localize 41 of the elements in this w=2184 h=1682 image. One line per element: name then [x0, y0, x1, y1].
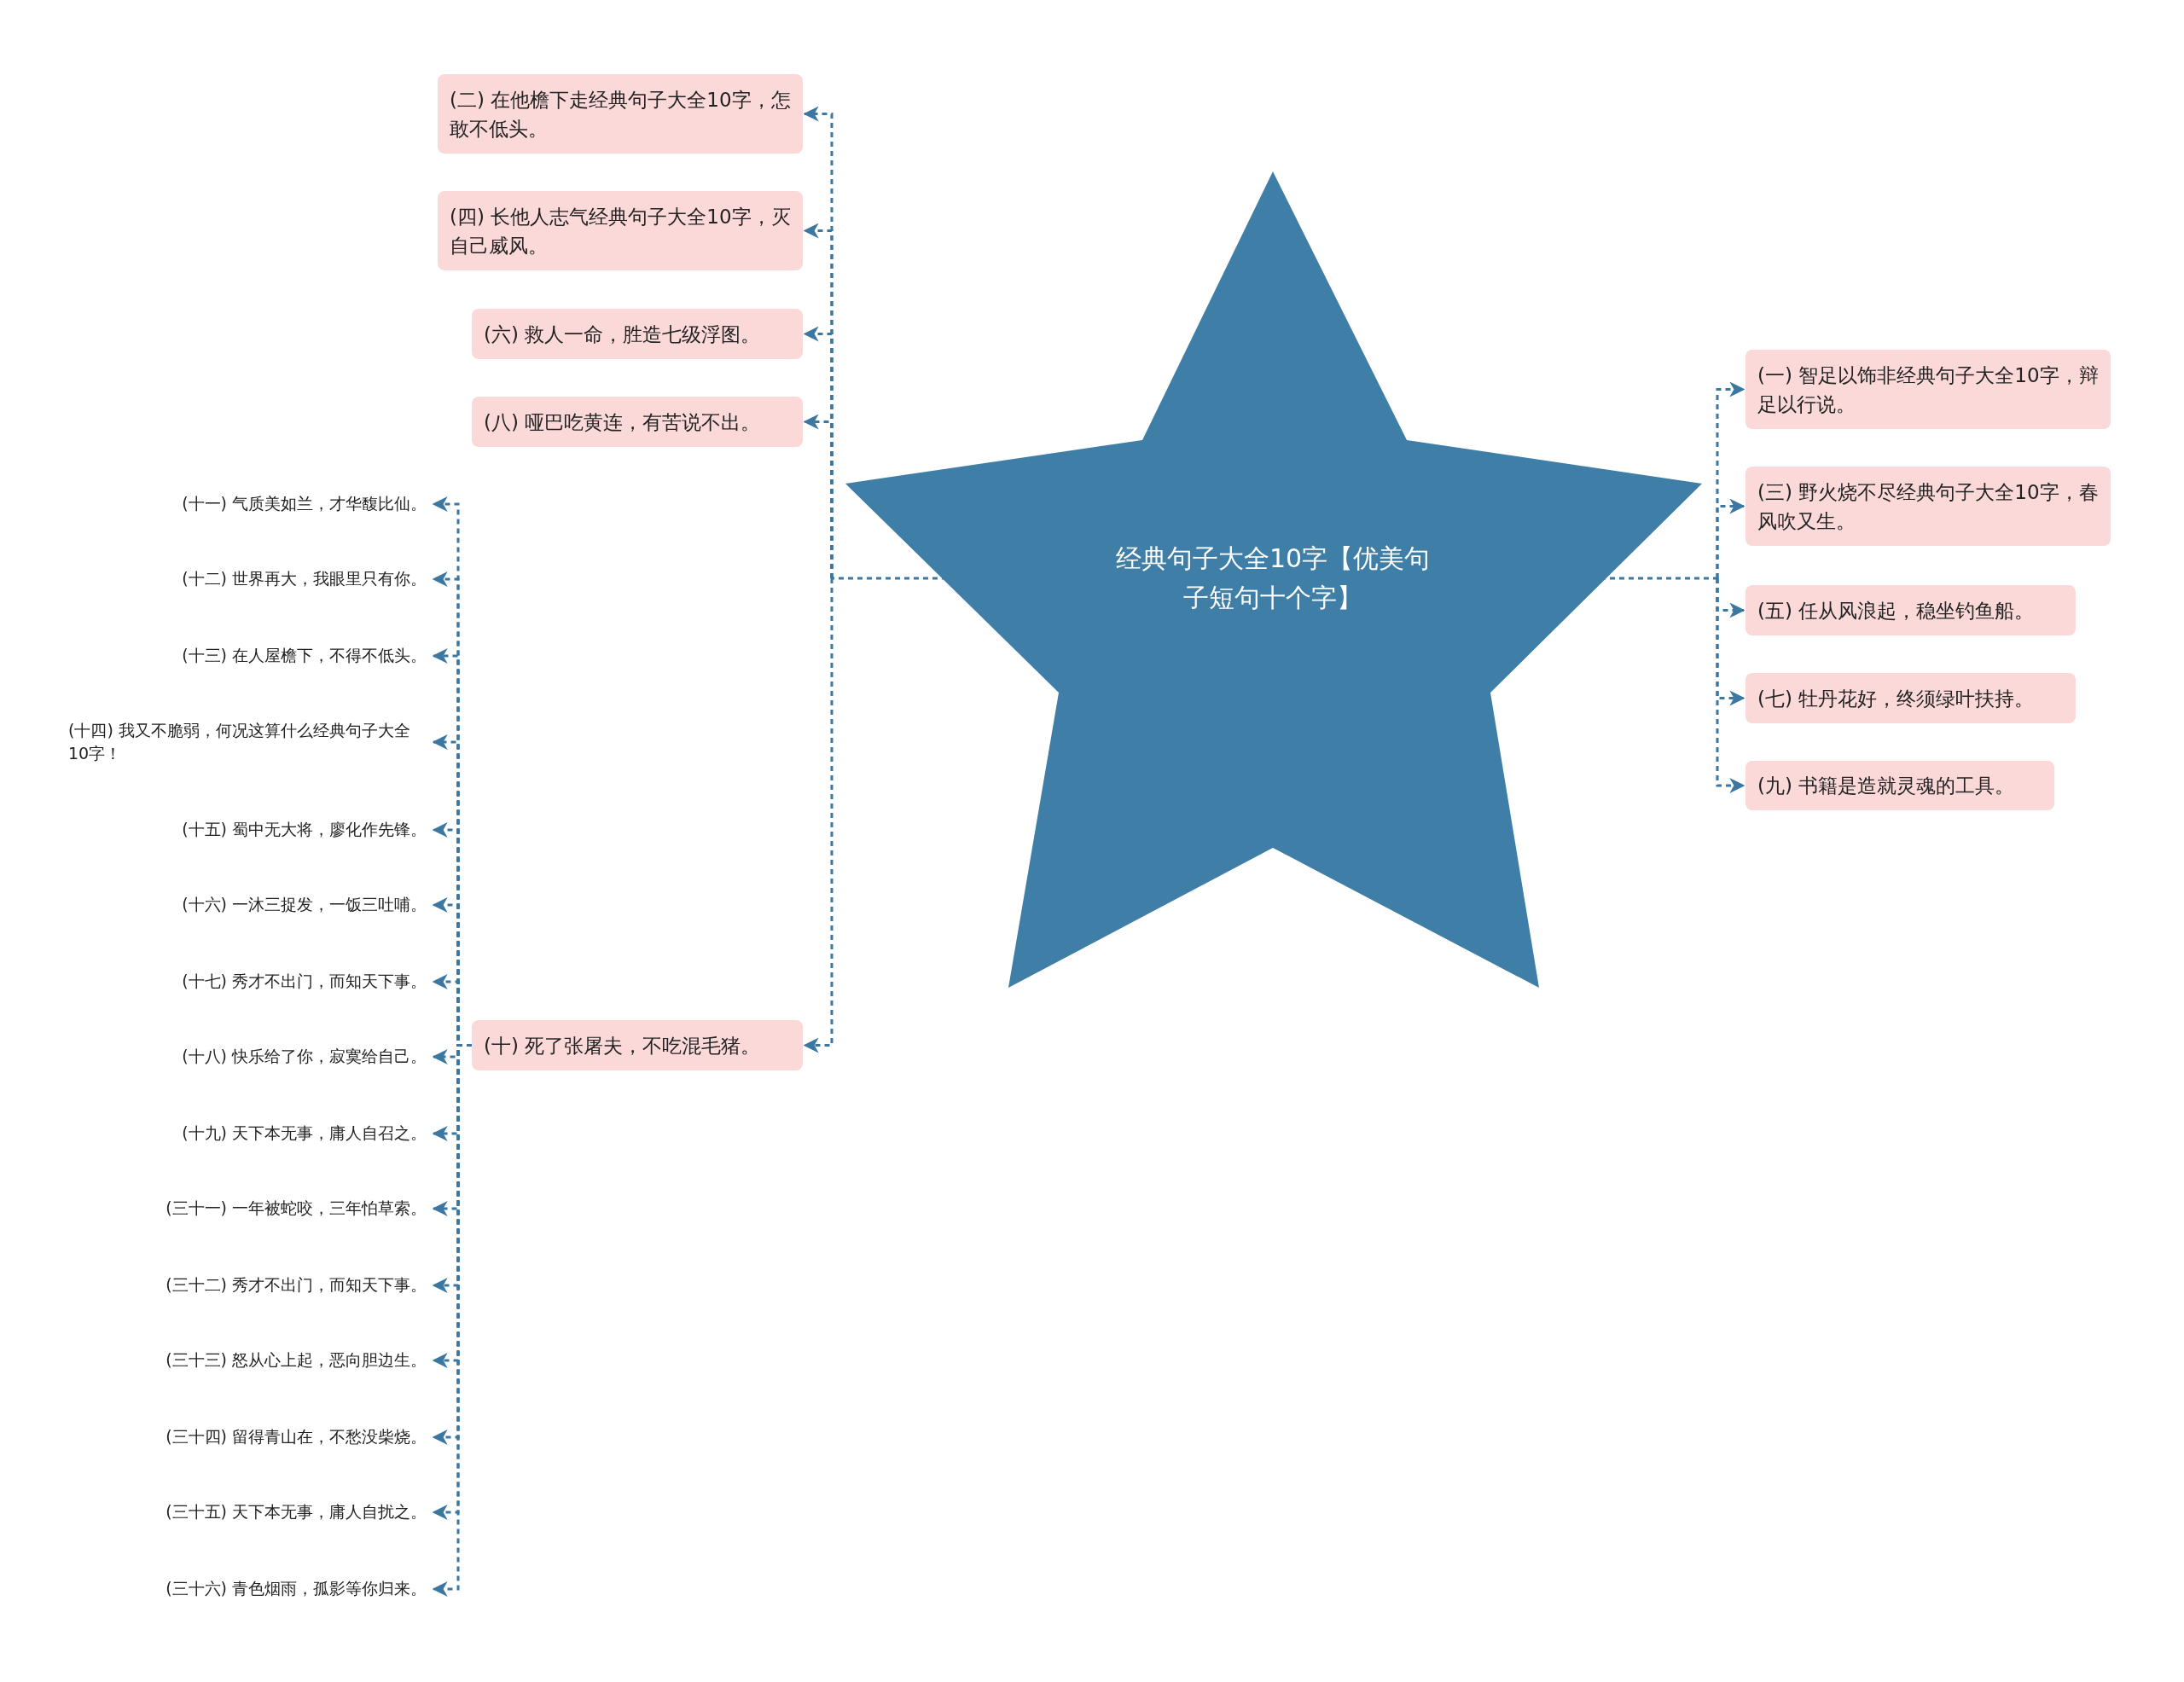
sentence-box	[472, 1020, 803, 1070]
sentence-box	[472, 397, 803, 447]
list-text: (十九) 天下本无事，庸人自召之。	[182, 1122, 427, 1145]
list-text: (三十六) 青色烟雨，孤影等你归来。	[166, 1577, 427, 1600]
sentence-box	[1745, 761, 2054, 810]
list-text: (三十三) 怒从心上起，恶向胆边生。	[166, 1348, 427, 1372]
arrow	[1716, 498, 1745, 578]
list-text: (十七) 秀才不出门，而知天下事。	[182, 970, 427, 993]
node-text: 经典句子大全10字【优美句子短句十个字】	[1114, 542, 1432, 614]
list-text: (三十一) 一年被蛇咬，三年怕草索。	[166, 1197, 427, 1220]
node-text: (五) 任从风浪起，稳坐钓鱼船。	[1757, 598, 2035, 624]
arrow	[1716, 578, 1745, 793]
sentence-box	[1745, 350, 2111, 429]
star-shape	[845, 171, 1702, 988]
list-text: (三十二) 秀才不出门，而知天下事。	[166, 1273, 427, 1296]
list-text: (十三) 在人屋檐下，不得不低头。	[182, 644, 427, 667]
sentence-box	[1745, 585, 2076, 635]
node-text: (六) 救人一命，胜造七级浮图。	[484, 322, 761, 347]
sentence-box	[438, 191, 803, 270]
list-text: (十五) 蜀中无大将，廖化作先锋。	[182, 818, 427, 841]
node-text: (二) 在他檐下走经典句子大全10字，怎敢不低头。	[450, 87, 791, 142]
node-text: (三) 野火烧不尽经典句子大全10字，春风吹又生。	[1757, 479, 2099, 534]
sentence-box	[472, 309, 803, 359]
sentence-box	[1745, 673, 2076, 723]
sentence-box	[438, 74, 803, 154]
list-text: (十四) 我又不脆弱，何况这算什么经典句子大全10字！	[68, 719, 427, 765]
sentence-box	[1745, 467, 2111, 546]
list-text: (三十四) 留得青山在，不愁没柴烧。	[166, 1425, 427, 1448]
node-text: (九) 书籍是造就灵魂的工具。	[1757, 774, 2015, 798]
node-text: (八) 哑巴吃黄连，有苦说不出。	[484, 409, 761, 435]
arrow	[803, 578, 834, 1053]
node-text: (四) 长他人志气经典句子大全10字，灭自己威风。	[450, 204, 791, 258]
list-text: (十一) 气质美如兰，才华馥比仙。	[182, 492, 427, 515]
node-text: (七) 牡丹花好，终须绿叶扶持。	[1757, 686, 2035, 711]
node-text: (十) 死了张屠夫，不吃混毛猪。	[484, 1033, 761, 1058]
list-text: (三十五) 天下本无事，庸人自扰之。	[166, 1500, 427, 1523]
list-text: (十二) 世界再大，我眼里只有你。	[182, 567, 427, 590]
list-text: (十六) 一沐三捉发，一饭三吐哺。	[182, 893, 427, 916]
arrow	[803, 414, 834, 578]
node-text: (一) 智足以饰非经典句子大全10字，辩足以行说。	[1757, 362, 2099, 417]
list-text: (十八) 快乐给了你，寂寞给自己。	[182, 1045, 427, 1068]
